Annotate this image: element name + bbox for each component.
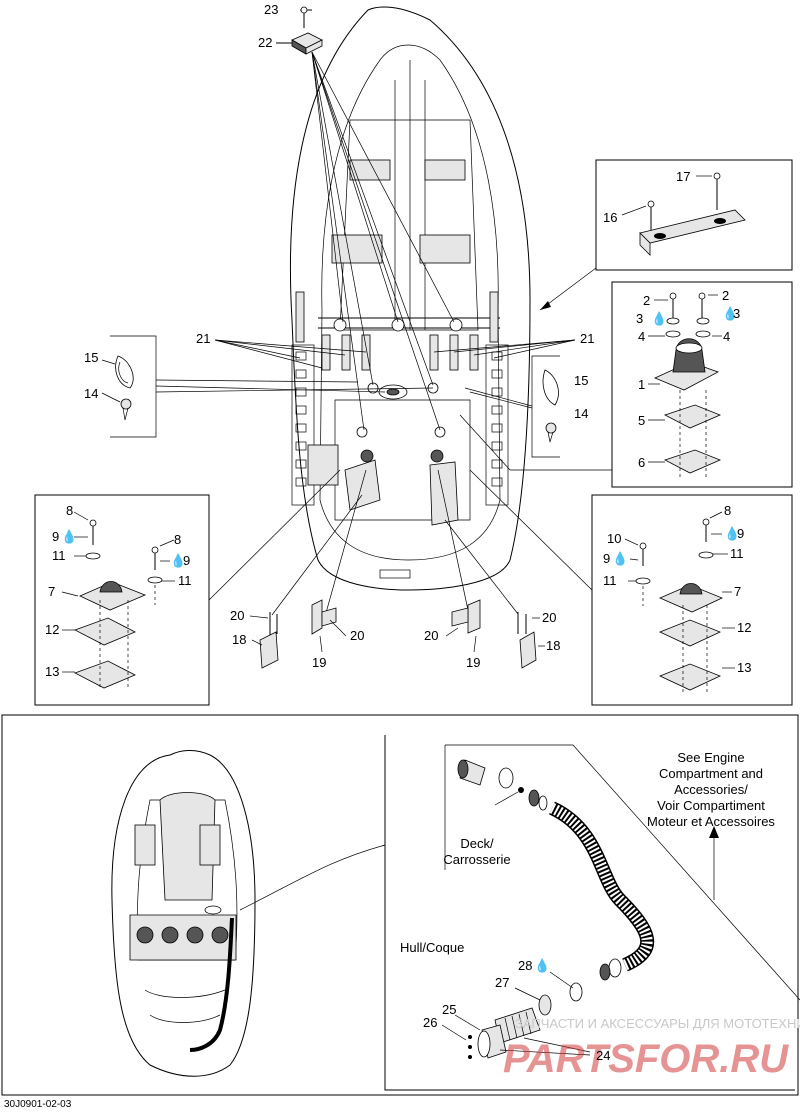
callout-20-left-b: 20 [350, 628, 364, 643]
hull-top-view [289, 6, 531, 591]
callout-5: 5 [638, 413, 645, 428]
note-line: Compartment and [659, 766, 763, 781]
hull-fitting [441, 971, 591, 1059]
callout-19-left: 19 [312, 655, 326, 670]
callout-17: 17 [676, 169, 690, 184]
callout-13-left: 13 [45, 664, 59, 679]
callout-9-right-b: 9 [603, 551, 610, 566]
callout-15-right: 15 [574, 373, 588, 388]
deck-fitting [457, 759, 548, 811]
callout-10: 10 [607, 531, 621, 546]
callout-20-left-a: 20 [230, 608, 244, 623]
oil-drop-icon: 💧 [61, 529, 77, 544]
callout-3-right: 3 [733, 306, 740, 321]
callout-28: 28 [518, 958, 532, 973]
callout-15-left: 15 [84, 350, 98, 365]
callout-2-left: 2 [643, 293, 650, 308]
oil-drop-icon: 💧 [724, 526, 740, 541]
callout-box-14-15-left [101, 335, 434, 438]
callout-11-left-b: 11 [178, 573, 192, 588]
callout-11-right-b: 11 [603, 573, 617, 588]
callout-22: 22 [258, 35, 272, 50]
oil-drop-icon: 💧 [534, 958, 550, 973]
callout-21-left: 21 [196, 331, 210, 346]
callout-14-right: 14 [574, 406, 588, 421]
callout-11-right-a: 11 [730, 546, 744, 561]
callout-box-1-6 [459, 281, 793, 488]
callout-21-right: 21 [580, 331, 594, 346]
callout-26: 26 [423, 1015, 437, 1030]
oil-drop-icon: 💧 [651, 311, 667, 326]
callout-9-left-a: 9 [52, 529, 59, 544]
callout-3-left: 3 [636, 311, 643, 326]
callout-9-left-b: 9 [183, 553, 190, 568]
callout-box-7-13-left [34, 469, 341, 706]
callout-box-16-17 [539, 159, 793, 311]
part-18-19-20-right [437, 469, 545, 669]
callout-8-left-b: 8 [174, 532, 181, 547]
callout-6: 6 [638, 455, 645, 470]
part-22-23 [276, 6, 323, 55]
note-line: Moteur et Accessoires [647, 814, 775, 829]
callout-box-14-15-right [464, 355, 560, 458]
watermark-text: ЗАПЧАСТИ И АКСЕССУАРЫ ДЛЯ МОТОТЕХНИКИ [515, 1016, 800, 1031]
part-18-19-20-left [249, 469, 367, 669]
oil-drop-icon: 💧 [612, 551, 628, 566]
callout-9-right-a: 9 [737, 526, 744, 541]
callout-19-right: 19 [466, 655, 480, 670]
callout-7-left: 7 [48, 584, 55, 599]
note-see-engine: See Engine Compartment and Accessories/ … [647, 750, 775, 829]
detail-frame-inner-top [445, 744, 800, 1001]
callout-1: 1 [638, 377, 645, 392]
oil-drop-icon: 💧 [722, 306, 738, 321]
callout-27: 27 [495, 975, 509, 990]
note-hull: Hull/Coque [400, 940, 464, 955]
callout-12-left: 12 [45, 622, 59, 637]
callout-18-right: 18 [546, 638, 560, 653]
note-deck: Deck/ Carrosserie [443, 836, 510, 867]
callout-20-right-b: 20 [542, 610, 556, 625]
callout-20-right-a: 20 [424, 628, 438, 643]
callout-13-right: 13 [737, 660, 751, 675]
watermark-logo: PARTSFOR.RU [503, 1037, 789, 1081]
callout-4-left: 4 [638, 329, 645, 344]
callout-14-left: 14 [84, 386, 98, 401]
bottom-panel [1, 714, 800, 1096]
callout-25: 25 [442, 1002, 456, 1017]
callout-23: 23 [264, 2, 278, 17]
callout-8-left-a: 8 [66, 503, 73, 518]
watercraft-3q-view [111, 750, 386, 1077]
callout-box-7-13-right [469, 469, 793, 706]
oil-drop-icon: 💧 [170, 553, 186, 568]
callout-12-right: 12 [737, 620, 751, 635]
callout-numbers: 23 22 17 16 2 2 3 💧 💧 3 4 4 1 5 6 21 21 … [45, 2, 751, 1063]
callout-7-right: 7 [734, 584, 741, 599]
callout-2-right: 2 [722, 288, 729, 303]
note-line: See Engine [677, 750, 744, 765]
leaders-22-23 [311, 51, 455, 431]
callout-16: 16 [603, 210, 617, 225]
callout-8-right-a: 8 [724, 503, 731, 518]
callout-11-left-a: 11 [52, 548, 66, 563]
callout-18-left: 18 [232, 632, 246, 647]
note-line: Deck/ [460, 836, 494, 851]
callout-24: 24 [596, 1048, 610, 1063]
note-line: Accessories/ [674, 782, 748, 797]
callout-4-right: 4 [723, 329, 730, 344]
leaders-21 [214, 339, 576, 369]
diagram-code: 30J0901-02-03 [4, 1099, 72, 1110]
detail-frame [384, 735, 795, 1091]
note-line: Carrosserie [443, 852, 510, 867]
note-line: Voir Compartiment [657, 798, 765, 813]
